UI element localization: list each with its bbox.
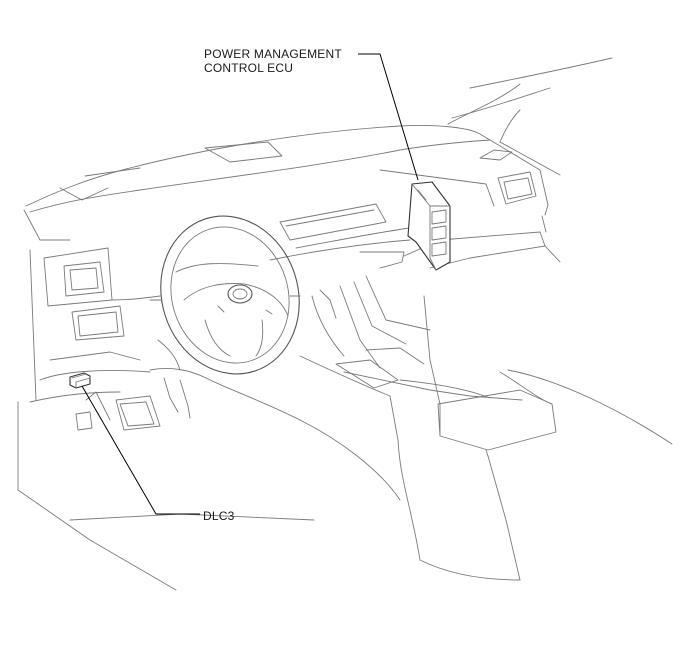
lower-dash-pedals (17, 367, 401, 591)
leader-lines (81, 53, 419, 515)
ecu-label-line2: CONTROL ECU (204, 61, 294, 75)
center-display (269, 203, 411, 269)
dlc3-connector (69, 372, 91, 389)
ecu-label-line1: POWER MANAGEMENT (204, 47, 342, 61)
steering-wheel (149, 215, 301, 375)
ecu-leader-line (358, 53, 419, 181)
windshield-pillar (447, 57, 613, 176)
dlc3-leader-line (81, 385, 200, 515)
right-vents (379, 149, 561, 269)
dlc3-label: DLC3 (203, 509, 235, 523)
center-console (299, 275, 673, 581)
left-dash (29, 247, 161, 403)
power-management-ecu (407, 181, 451, 271)
dashboard-top (23, 125, 549, 241)
